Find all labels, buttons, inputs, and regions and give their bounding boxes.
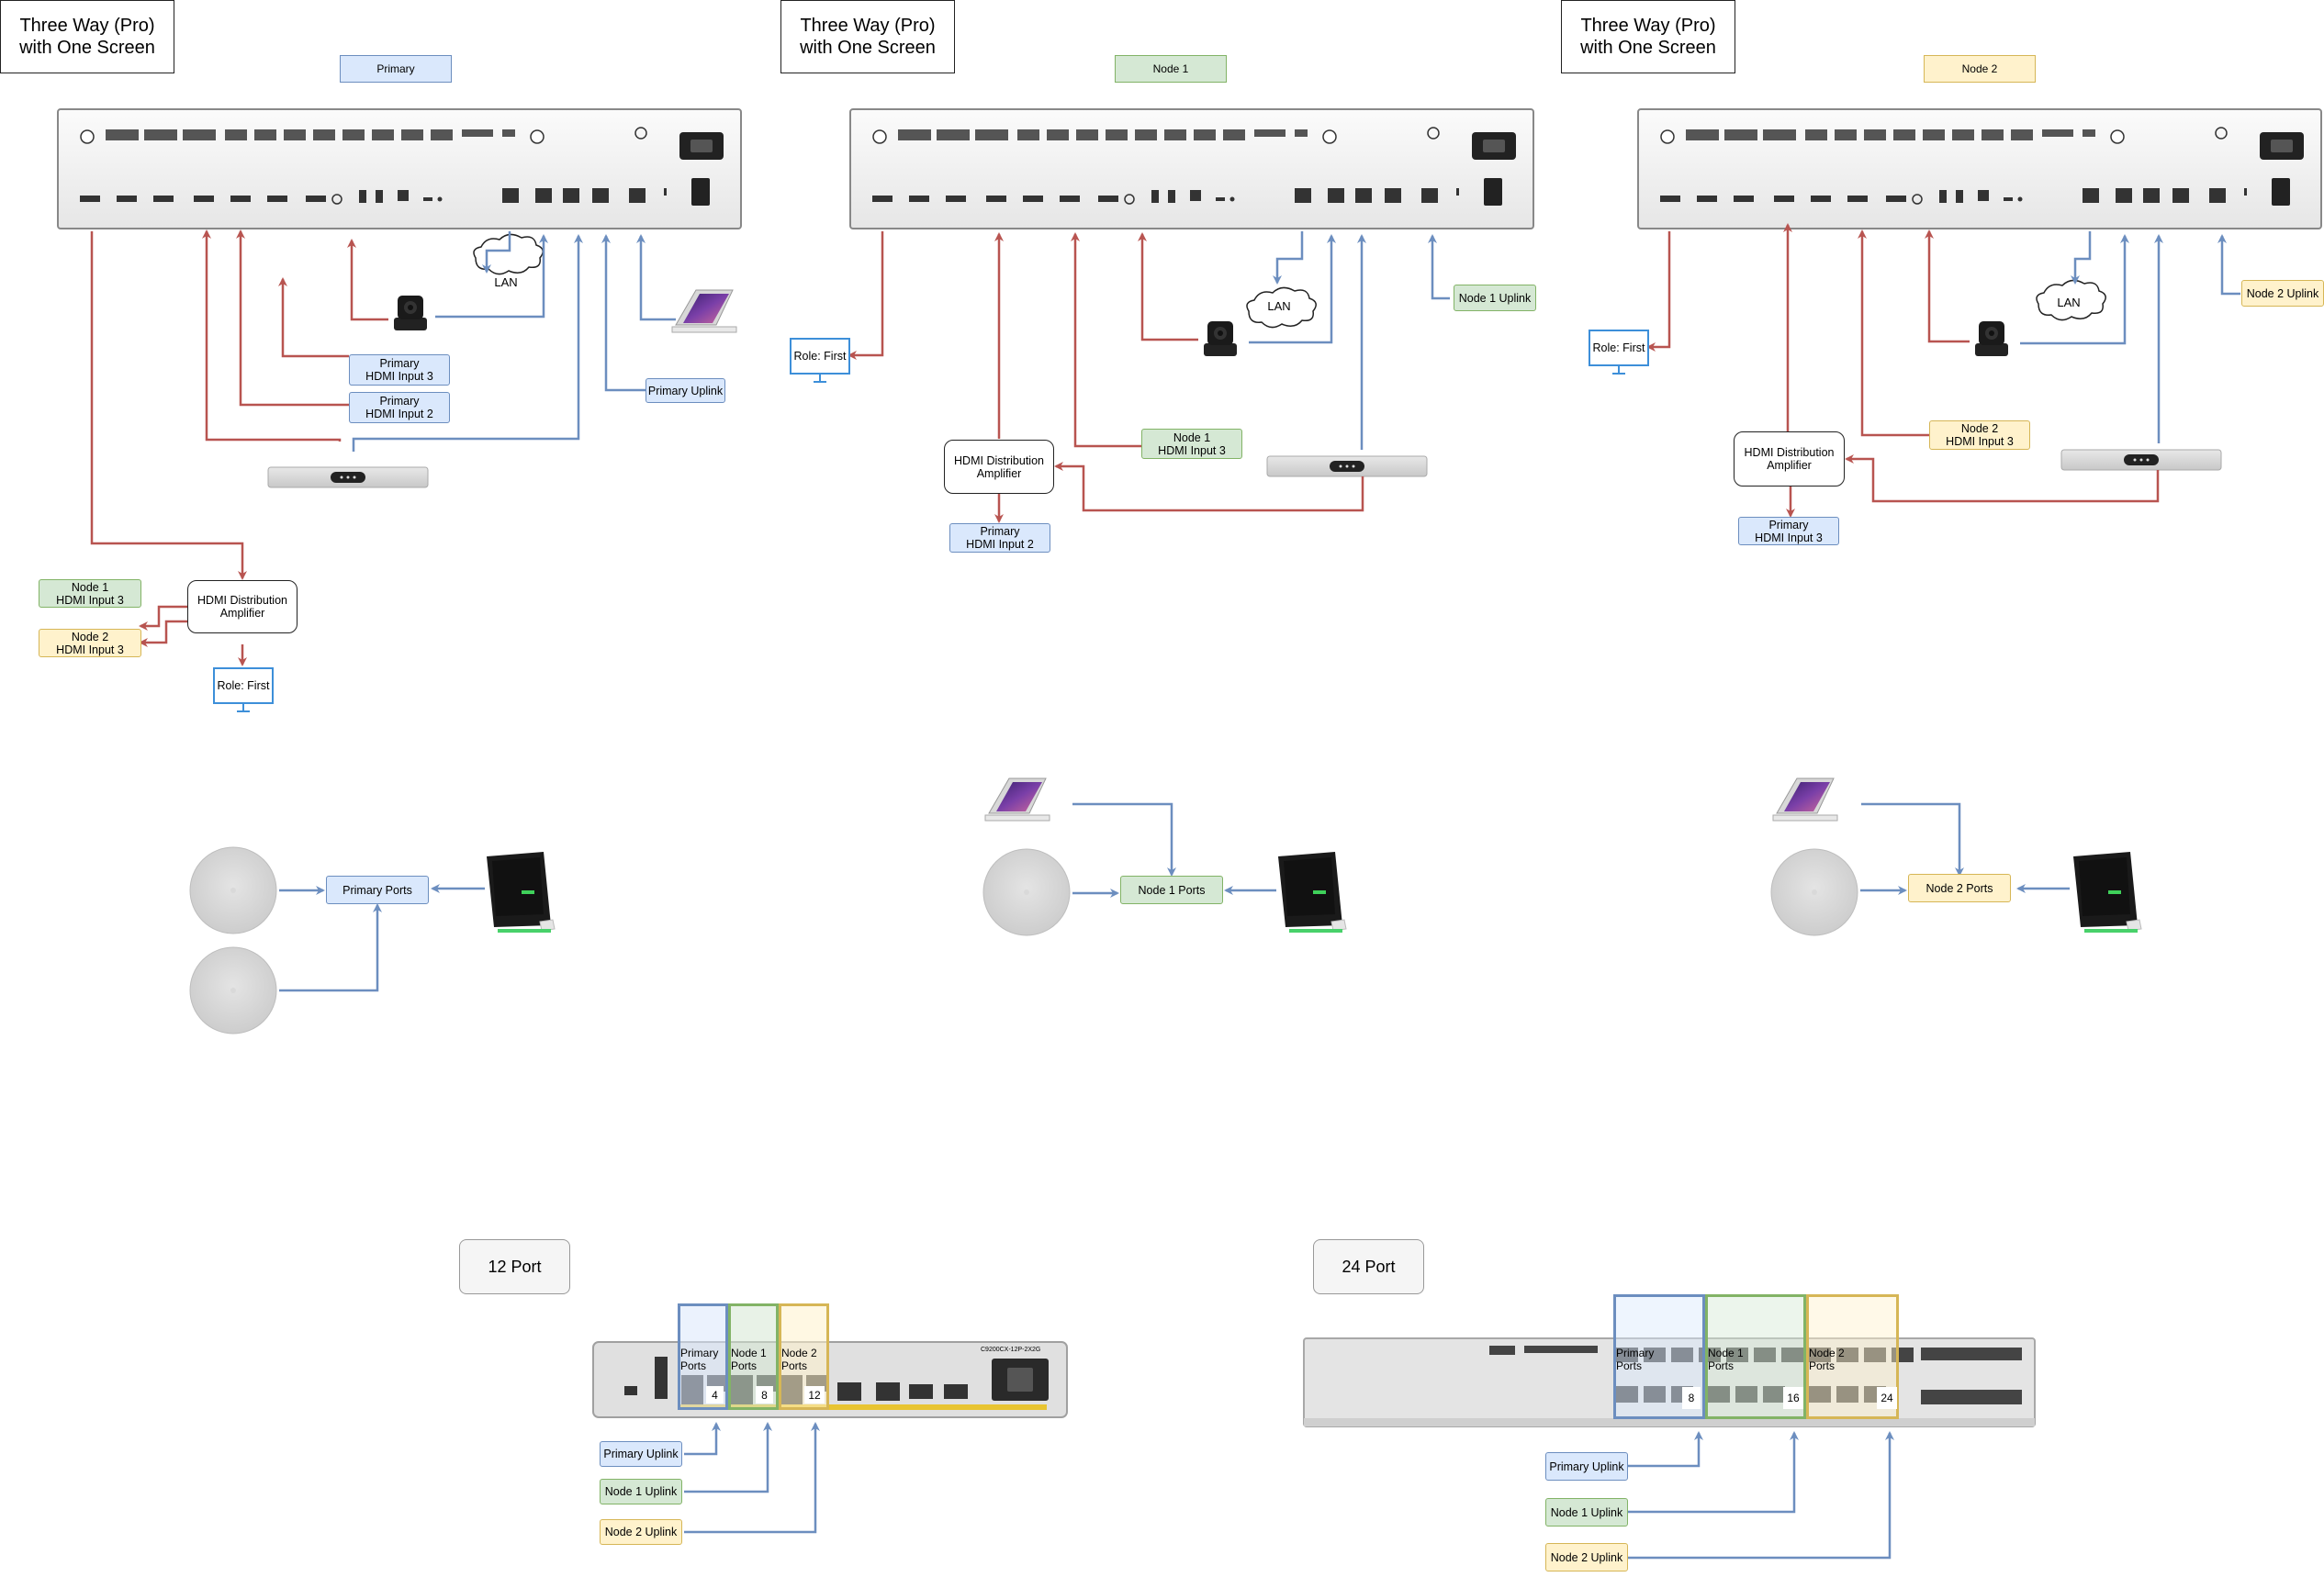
switch-12-title: 12 Port xyxy=(459,1239,570,1294)
switch-12-model: C9200CX-12P-2X2G xyxy=(981,1346,1041,1353)
label-node1-hdmi3: Node 1 HDMI Input 3 xyxy=(39,579,141,608)
label-line2: HDMI Input 3 xyxy=(1755,531,1823,544)
label-node2-uplink: Node 2 Uplink xyxy=(2241,280,2324,307)
label-line1: Primary xyxy=(379,395,420,408)
switch12-primary-uplink: Primary Uplink xyxy=(600,1441,682,1467)
amp-line1: HDMI Distribution xyxy=(954,453,1044,467)
group-line1: Node 2 xyxy=(1809,1347,1845,1359)
port-number-8: 8 xyxy=(756,1386,773,1404)
group-line1: Primary xyxy=(1616,1347,1655,1359)
label-line1: Node 2 xyxy=(71,630,109,643)
diagram-title-primary: Three Way (Pro) with One Screen xyxy=(0,0,174,73)
switch24-node1-uplink: Node 1 Uplink xyxy=(1545,1498,1628,1527)
group-line2: Ports xyxy=(680,1359,707,1372)
diagram-title-node2: Three Way (Pro) with One Screen xyxy=(1561,0,1735,73)
group-line1: Node 1 xyxy=(1708,1347,1744,1359)
group-line2: Ports xyxy=(1708,1359,1735,1372)
header-node2: Node 2 xyxy=(1924,55,2036,83)
display-foot xyxy=(1612,373,1625,375)
label-node2-hdmi3: Node 2 HDMI Input 3 xyxy=(1929,420,2030,450)
label-node1-uplink: Node 1 Uplink xyxy=(1454,285,1536,311)
label-line1: Node 1 xyxy=(71,580,109,594)
hdmi-distribution-amplifier: HDMI Distribution Amplifier xyxy=(944,440,1054,494)
label-line1: Node 2 xyxy=(1960,422,1999,435)
group-line2: Ports xyxy=(1616,1359,1643,1372)
label-node2-hdmi3: Node 2 HDMI Input 3 xyxy=(39,629,141,657)
port-number-24: 24 xyxy=(1877,1387,1897,1409)
label-primary-uplink: Primary Uplink xyxy=(646,378,725,403)
amp-line1: HDMI Distribution xyxy=(197,594,287,607)
header-node1: Node 1 xyxy=(1115,55,1227,83)
display-role-first: Role: First xyxy=(790,338,850,375)
label-line1: Node 1 xyxy=(1173,431,1211,444)
hdmi-distribution-amplifier: HDMI Distribution Amplifier xyxy=(1734,431,1845,487)
label-line2: HDMI Input 2 xyxy=(365,408,433,420)
display-stand xyxy=(819,375,821,381)
label-primary-hdmi3: Primary HDMI Input 3 xyxy=(1738,517,1839,545)
title-line2: with One Screen xyxy=(19,38,155,58)
label-primary-hdmi2: Primary HDMI Input 2 xyxy=(349,392,450,423)
display-stand xyxy=(1618,366,1620,373)
label-primary-hdmi2: Primary HDMI Input 2 xyxy=(949,523,1050,553)
port-number-8: 8 xyxy=(1682,1387,1701,1409)
label-line1: Primary xyxy=(1768,518,1809,531)
switch24-node2-uplink: Node 2 Uplink xyxy=(1545,1543,1628,1571)
display-stand xyxy=(242,704,244,710)
label-node1-hdmi3: Node 1 HDMI Input 3 xyxy=(1141,429,1242,459)
port-number-4: 4 xyxy=(706,1386,724,1404)
title-line1: Three Way (Pro) xyxy=(19,16,155,36)
label-line2: HDMI Input 3 xyxy=(56,643,124,656)
header-primary: Primary xyxy=(340,55,452,83)
hdmi-distribution-amplifier: HDMI Distribution Amplifier xyxy=(187,580,298,633)
lan-label: LAN xyxy=(494,274,518,289)
label-primary-ports: Primary Ports xyxy=(326,876,429,904)
lan-label: LAN xyxy=(2057,295,2081,309)
group-line2: Ports xyxy=(731,1359,758,1372)
group-line2: Ports xyxy=(781,1359,808,1372)
label-node2-ports: Node 2 Ports xyxy=(1908,874,2011,902)
group-line2: Ports xyxy=(1809,1359,1836,1372)
amp-line2: Amplifier xyxy=(1767,459,1812,472)
display-role-first: Role: First xyxy=(213,667,274,704)
diagram-title-node1: Three Way (Pro) with One Screen xyxy=(780,0,955,73)
title-line2: with One Screen xyxy=(1580,38,1716,58)
label-line2: HDMI Input 2 xyxy=(966,538,1034,551)
label-line2: HDMI Input 3 xyxy=(56,593,124,607)
amp-line2: Amplifier xyxy=(976,466,1022,480)
label-node1-ports: Node 1 Ports xyxy=(1120,876,1223,904)
switch24-primary-uplink: Primary Uplink xyxy=(1545,1452,1628,1481)
lan-label: LAN xyxy=(1267,298,1291,313)
group-line1: Node 1 xyxy=(731,1347,767,1359)
amp-line2: Amplifier xyxy=(219,607,265,620)
display-foot xyxy=(814,381,826,383)
label-line2: HDMI Input 3 xyxy=(1946,435,2014,448)
group-line1: Node 2 xyxy=(781,1347,817,1359)
title-line2: with One Screen xyxy=(800,38,936,58)
port-number-12: 12 xyxy=(804,1386,825,1404)
switch12-node1-uplink: Node 1 Uplink xyxy=(600,1479,682,1504)
switch-24-title: 24 Port xyxy=(1313,1239,1424,1294)
label-line1: Primary xyxy=(980,525,1020,538)
port-number-16: 16 xyxy=(1783,1387,1803,1409)
display-role-first: Role: First xyxy=(1589,330,1649,366)
label-primary-hdmi3: Primary HDMI Input 3 xyxy=(349,354,450,386)
label-line2: HDMI Input 3 xyxy=(365,370,433,383)
amp-line1: HDMI Distribution xyxy=(1744,446,1835,459)
title-line1: Three Way (Pro) xyxy=(800,16,936,36)
display-foot xyxy=(237,710,250,712)
label-line1: Primary xyxy=(379,357,420,370)
group-line1: Primary xyxy=(680,1347,719,1359)
label-line2: HDMI Input 3 xyxy=(1158,443,1226,457)
title-line1: Three Way (Pro) xyxy=(1580,16,1716,36)
switch12-node2-uplink: Node 2 Uplink xyxy=(600,1519,682,1545)
